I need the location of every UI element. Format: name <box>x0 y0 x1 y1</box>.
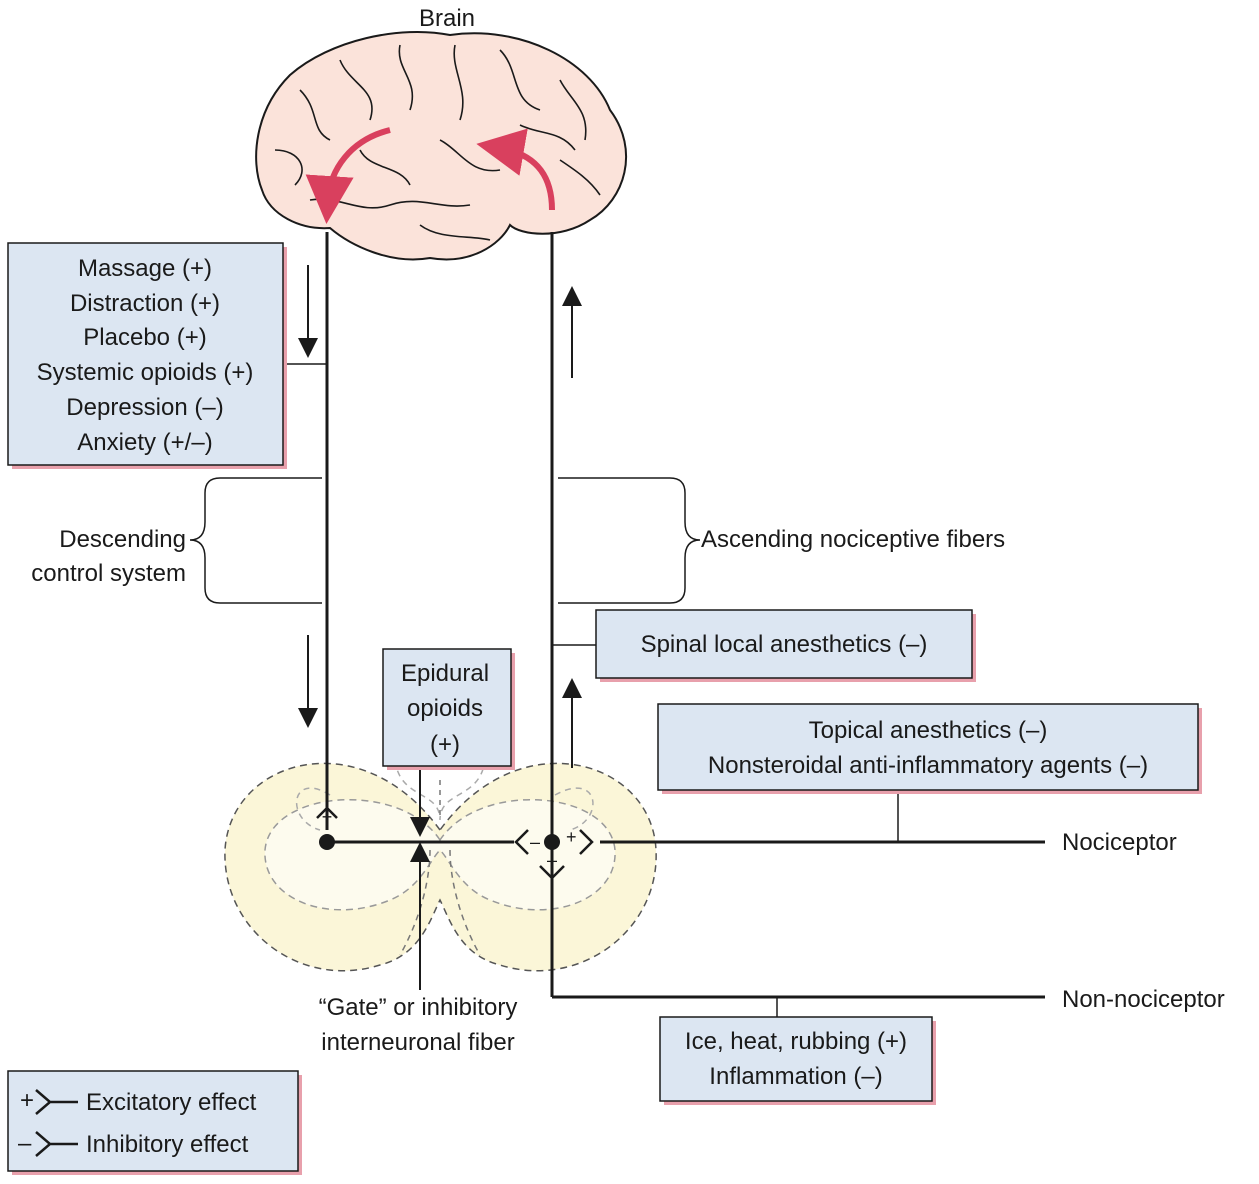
non-nociceptor-minus-sign: – <box>547 850 557 870</box>
non-nociceptor-inhibitory-synapse <box>539 865 565 880</box>
epidural-opioids-box: Epidural opioids (+) <box>382 648 515 770</box>
descending-brace <box>189 477 322 604</box>
descending-synapse-dot <box>319 834 335 850</box>
brain-label: Brain <box>419 5 475 32</box>
epidural-line: Epidural <box>401 660 489 687</box>
modulator-item: Systemic opioids (+) <box>37 359 254 386</box>
ascending-synapse-dot <box>544 834 560 850</box>
ascending-red-arrow <box>476 128 555 211</box>
descending-label: Descending <box>59 526 186 553</box>
descending-excitatory-synapse <box>316 806 338 819</box>
descending-plus-sign: + <box>322 807 333 827</box>
legend-excitatory-sign: + <box>20 1087 34 1114</box>
spinal-anesthetics-text: Spinal local anesthetics (–) <box>641 631 928 658</box>
modulator-box: Massage (+) Distraction (+) Placebo (+) … <box>7 242 287 469</box>
epidural-line: (+) <box>430 731 460 758</box>
legend-inhibitory-sign: – <box>18 1130 32 1157</box>
legend-inhibitory-label: Inhibitory effect <box>86 1131 249 1158</box>
ice-line: Ice, heat, rubbing (+) <box>685 1028 907 1055</box>
ascending-label: Ascending nociceptive fibers <box>701 526 1005 553</box>
gate-label: interneuronal fiber <box>321 1029 514 1056</box>
epidural-line: opioids <box>407 695 483 722</box>
modulator-item: Massage (+) <box>78 255 212 282</box>
legend-excitatory-symbol <box>35 1089 78 1115</box>
nociceptor-excitatory-synapse <box>579 829 594 855</box>
non-nociceptor-label: Non-nociceptor <box>1062 986 1225 1013</box>
topical-line: Topical anesthetics (–) <box>809 717 1048 744</box>
ice-line: Inflammation (–) <box>709 1063 882 1090</box>
modulator-item: Placebo (+) <box>83 324 206 351</box>
ice-heat-box: Ice, heat, rubbing (+) Inflammation (–) <box>659 1016 936 1105</box>
nociceptor-label: Nociceptor <box>1062 829 1177 856</box>
descending-label: control system <box>31 560 186 587</box>
descending-red-arrow <box>305 127 391 224</box>
modulator-item: Depression (–) <box>66 394 223 421</box>
gate-minus-sign: – <box>530 832 540 852</box>
ascending-brace <box>558 477 701 604</box>
brain-illustration <box>255 30 627 261</box>
topical-line: Nonsteroidal anti-inflammatory agents (–… <box>708 752 1148 779</box>
nociceptor-plus-sign: + <box>566 827 577 847</box>
legend: + Excitatory effect – Inhibitory effect <box>7 1070 302 1175</box>
gate-label: “Gate” or inhibitory <box>319 994 518 1021</box>
legend-inhibitory-symbol <box>35 1131 78 1157</box>
modulator-item: Distraction (+) <box>70 290 220 317</box>
topical-box: Topical anesthetics (–) Nonsteroidal ant… <box>657 703 1202 794</box>
gate-inhibitory-synapse <box>514 829 529 855</box>
legend-excitatory-label: Excitatory effect <box>86 1089 257 1116</box>
modulator-item: Anxiety (+/–) <box>77 429 212 456</box>
spinal-cord-cross-section <box>224 759 657 972</box>
spinal-anesthetics-box: Spinal local anesthetics (–) <box>595 609 976 682</box>
